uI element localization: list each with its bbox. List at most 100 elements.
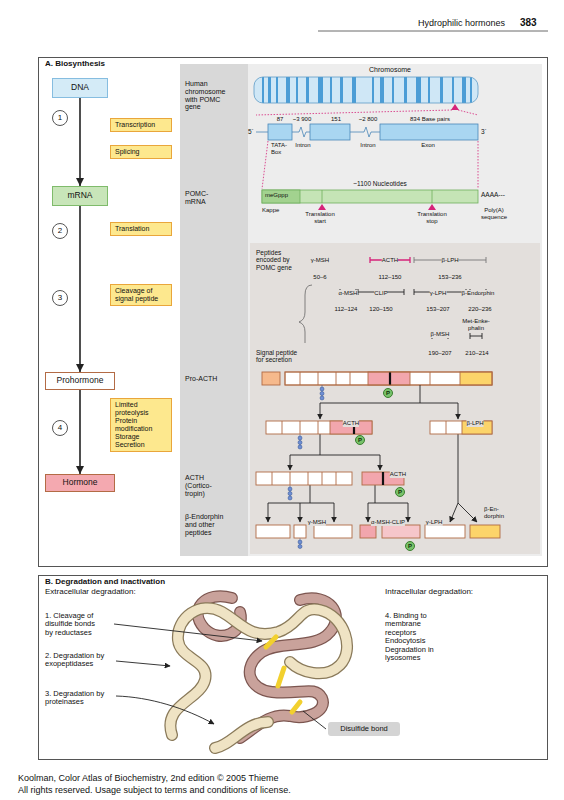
chromosome-bands (428, 77, 430, 103)
node-text: Cleavage of signal peptide (115, 287, 167, 303)
leader-line (303, 711, 326, 729)
glycan (288, 487, 292, 491)
flow-arrow (79, 206, 81, 372)
glycan (288, 492, 292, 496)
cleavage-arrow (268, 385, 477, 522)
glycan (298, 540, 302, 544)
end-label: 5` (248, 128, 254, 135)
node-text: Prohormone (57, 376, 104, 385)
node-text: Protein modification (115, 417, 167, 433)
dimension-label: ~2 800 (359, 116, 378, 123)
part-label: Translation start (301, 211, 339, 224)
node-text: Translation (115, 225, 167, 233)
flow-arrow (79, 390, 81, 474)
page-number: 383 (520, 17, 537, 28)
gene-panel (180, 64, 542, 556)
process-step: Limited proteolysisProtein modificationS… (110, 398, 172, 452)
chromosome-bands (462, 77, 466, 103)
peptide-name: ACTH (390, 471, 406, 478)
process-step: Transcription (110, 118, 172, 132)
protein-chain (215, 722, 268, 748)
pomc-gene (292, 127, 310, 137)
part-label: Translation stop (413, 211, 451, 224)
peptide-bar (330, 421, 372, 434)
node-text: Secretion (115, 441, 167, 449)
section-subhead: Intracellular degradation: (385, 588, 473, 597)
chromosome-bands (392, 77, 394, 103)
callout-text: 2. Degradation by exopeptidases (45, 652, 111, 669)
peptide-name: γ-MSH (311, 248, 329, 266)
credit-line: All rights reserved. Usage subject to te… (18, 785, 291, 795)
peptide-bar (382, 472, 384, 485)
peptide-bar (256, 472, 352, 485)
peptide-name: β-En- dorphin (484, 506, 510, 519)
peptide-map (299, 257, 486, 343)
part-label: Intron (360, 142, 375, 149)
chromosome-bands (340, 77, 343, 103)
row-label: ACTH (Cortico- tropin) (185, 474, 225, 497)
residue-range: 153–236 (438, 265, 461, 283)
peptide-name: β-Endorphin (462, 281, 495, 299)
node-text: 4 (58, 424, 62, 432)
molecule-box: DNA (52, 78, 108, 98)
step-number: 2 (52, 223, 68, 239)
page-header: Hydrophilic hormones (418, 18, 505, 28)
leader-line (116, 661, 170, 666)
pomc-gene (350, 127, 380, 137)
part-label: Kappe (262, 207, 279, 214)
cleavage-arrow (320, 385, 420, 419)
peptide-name: α-MSH-CLIP (371, 519, 405, 526)
peptide-name: γ-LPH (430, 290, 447, 297)
protein-chain (170, 608, 347, 735)
end-label: 3` (481, 128, 487, 135)
process-step: Translation (110, 222, 172, 236)
peptide-bar (430, 421, 492, 434)
peptide-name: γ-MSH (308, 510, 326, 528)
node-text: A. Biosynthesis (42, 60, 108, 68)
residue-range: 220–236 (468, 297, 491, 315)
part-label: Intron (360, 142, 375, 149)
node-text: 2 (58, 227, 62, 235)
residue-range: 112–150 (379, 265, 402, 283)
dimension-label: ~2 800 (359, 116, 378, 123)
peptide-name: CLIP (374, 281, 387, 299)
peptide-name: α-MSH (339, 281, 358, 299)
residue-range: 153–207 (426, 297, 449, 315)
peptide-name: Met-Enke- phalin (460, 316, 492, 334)
dimension-label: 151 (331, 116, 341, 123)
row-label: Peptides encoded by POMC gene (256, 249, 300, 271)
peptide-name: β-LPH (466, 420, 483, 427)
callout-text: 4. Binding to membrane receptors Endocyt… (385, 612, 434, 662)
peptide-map (470, 333, 482, 339)
glycan (298, 445, 302, 449)
pomc-gene (256, 124, 478, 140)
chromosome-bands (404, 77, 407, 103)
disulfide-bond (292, 702, 300, 712)
peptide-bar (272, 472, 336, 485)
pomc-mrna (318, 204, 326, 210)
pomc-mrna (262, 190, 478, 203)
chromosome (254, 77, 478, 103)
chromosome (254, 77, 478, 115)
part-label: AAAA--- (481, 191, 505, 198)
molecule-box: Prohormone (45, 372, 115, 390)
peptide-bar (446, 421, 447, 434)
callout-text: 2. Degradation by exopeptidases (45, 652, 111, 669)
chromosome-bands (268, 77, 271, 103)
peptide-bar (256, 525, 290, 538)
peptide-bar (462, 421, 492, 434)
node-text: P (386, 390, 390, 396)
glycan (298, 436, 302, 440)
process-step: Cleavage of signal peptide (110, 284, 172, 306)
row-label: Human chromosome with POMC gene (185, 80, 229, 111)
chromosome-bands (372, 77, 374, 103)
peptide-bar (266, 421, 372, 434)
dimension-label: 834 Base pairs (410, 116, 450, 123)
chromosome-bands (262, 77, 264, 103)
row-label: POMC- mRNA (185, 190, 215, 206)
chromosome (451, 104, 459, 110)
part-label: Translation start (301, 211, 339, 224)
protein-illustration (170, 596, 347, 748)
part-label: TATA- Box (271, 142, 293, 155)
cleavage-arrow (368, 485, 375, 522)
